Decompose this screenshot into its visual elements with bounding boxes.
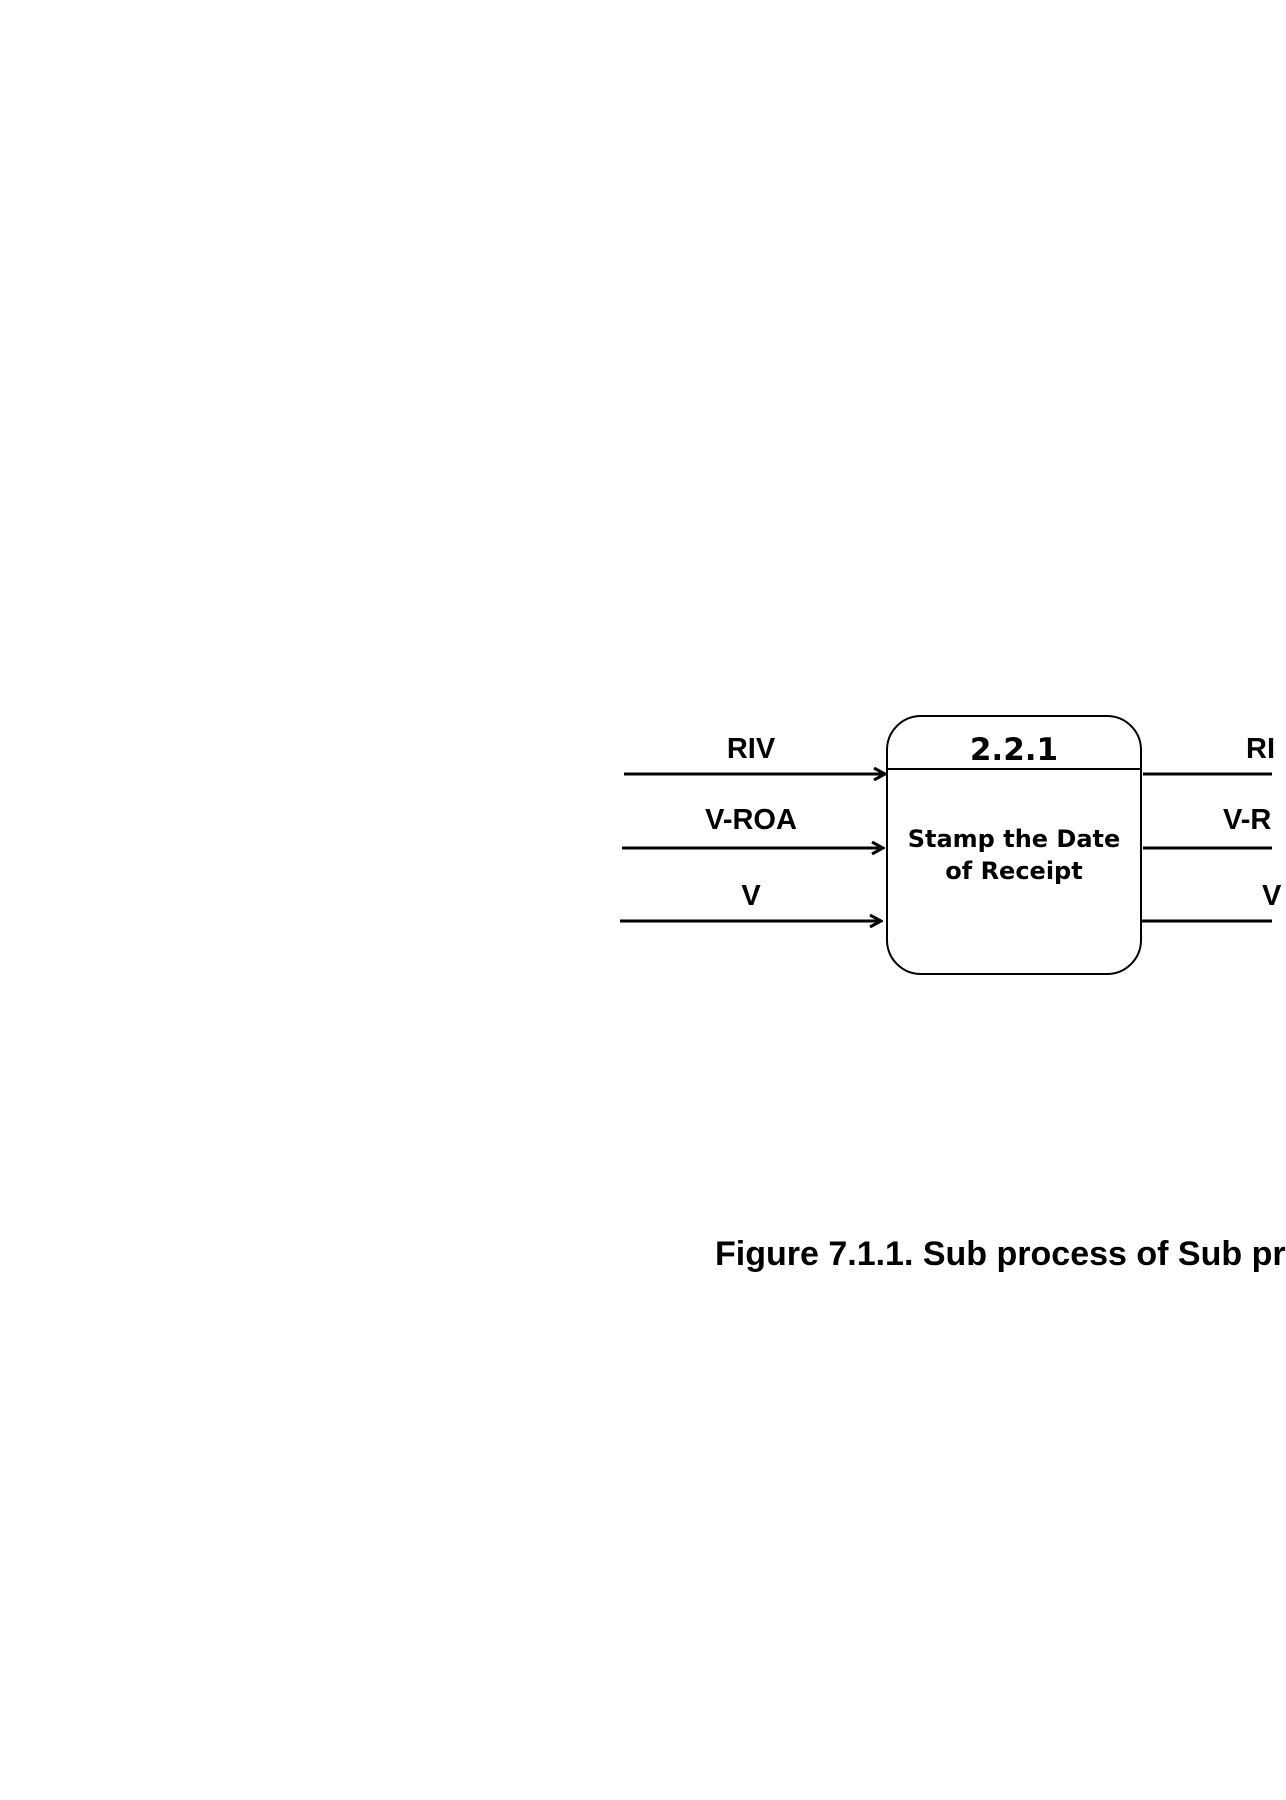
input-flows: RIV V-ROA V (620, 733, 885, 921)
output-flow-label-ri: RI (1246, 733, 1275, 765)
output-flow-label-v-r: V-R (1223, 804, 1271, 836)
output-flows: RI V-R V (1141, 733, 1282, 923)
process-id: 2.2.1 (970, 732, 1058, 768)
output-flow-label-v: V (1262, 880, 1282, 912)
process-box: 2.2.1 Stamp the Date of Receipt (886, 715, 1142, 975)
process-name-line-2: of Receipt (945, 857, 1082, 885)
figure-caption: Figure 7.1.1. Sub process of Sub pr (715, 1235, 1286, 1273)
input-flow-label-v-roa: V-ROA (705, 804, 797, 836)
input-flow-label-v: V (741, 880, 761, 912)
input-flow-label-riv: RIV (727, 733, 776, 765)
process-box-outline (886, 715, 1142, 975)
process-name-line-1: Stamp the Date (908, 825, 1121, 853)
